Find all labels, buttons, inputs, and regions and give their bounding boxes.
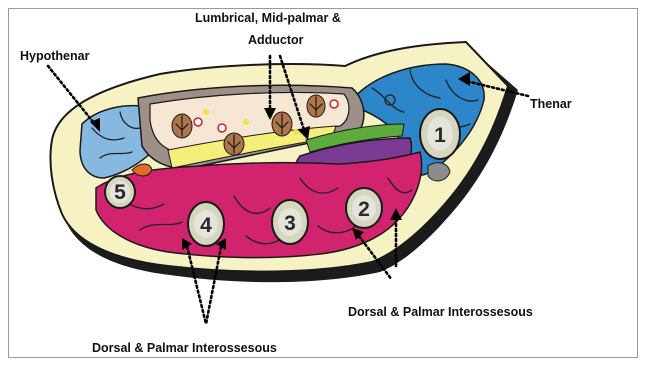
bone-number-4: 4 [200,214,212,237]
bone-number-3: 3 [284,212,296,235]
bone-number-5: 5 [114,181,126,204]
label-lumbrical-line2: Adductor [248,33,304,47]
label-lumbrical-line1: Lumbrical, Mid-palmar & [195,11,341,25]
label-thenar: Thenar [530,97,572,111]
bone-number-2: 2 [358,198,370,221]
label-interosseous-right: Dorsal & Palmar Interossesous [348,305,533,319]
bone-number-1: 1 [434,124,446,147]
label-hypothenar: Hypothenar [20,49,90,63]
label-interosseous-bottom: Dorsal & Palmar Interossesous [92,341,277,355]
